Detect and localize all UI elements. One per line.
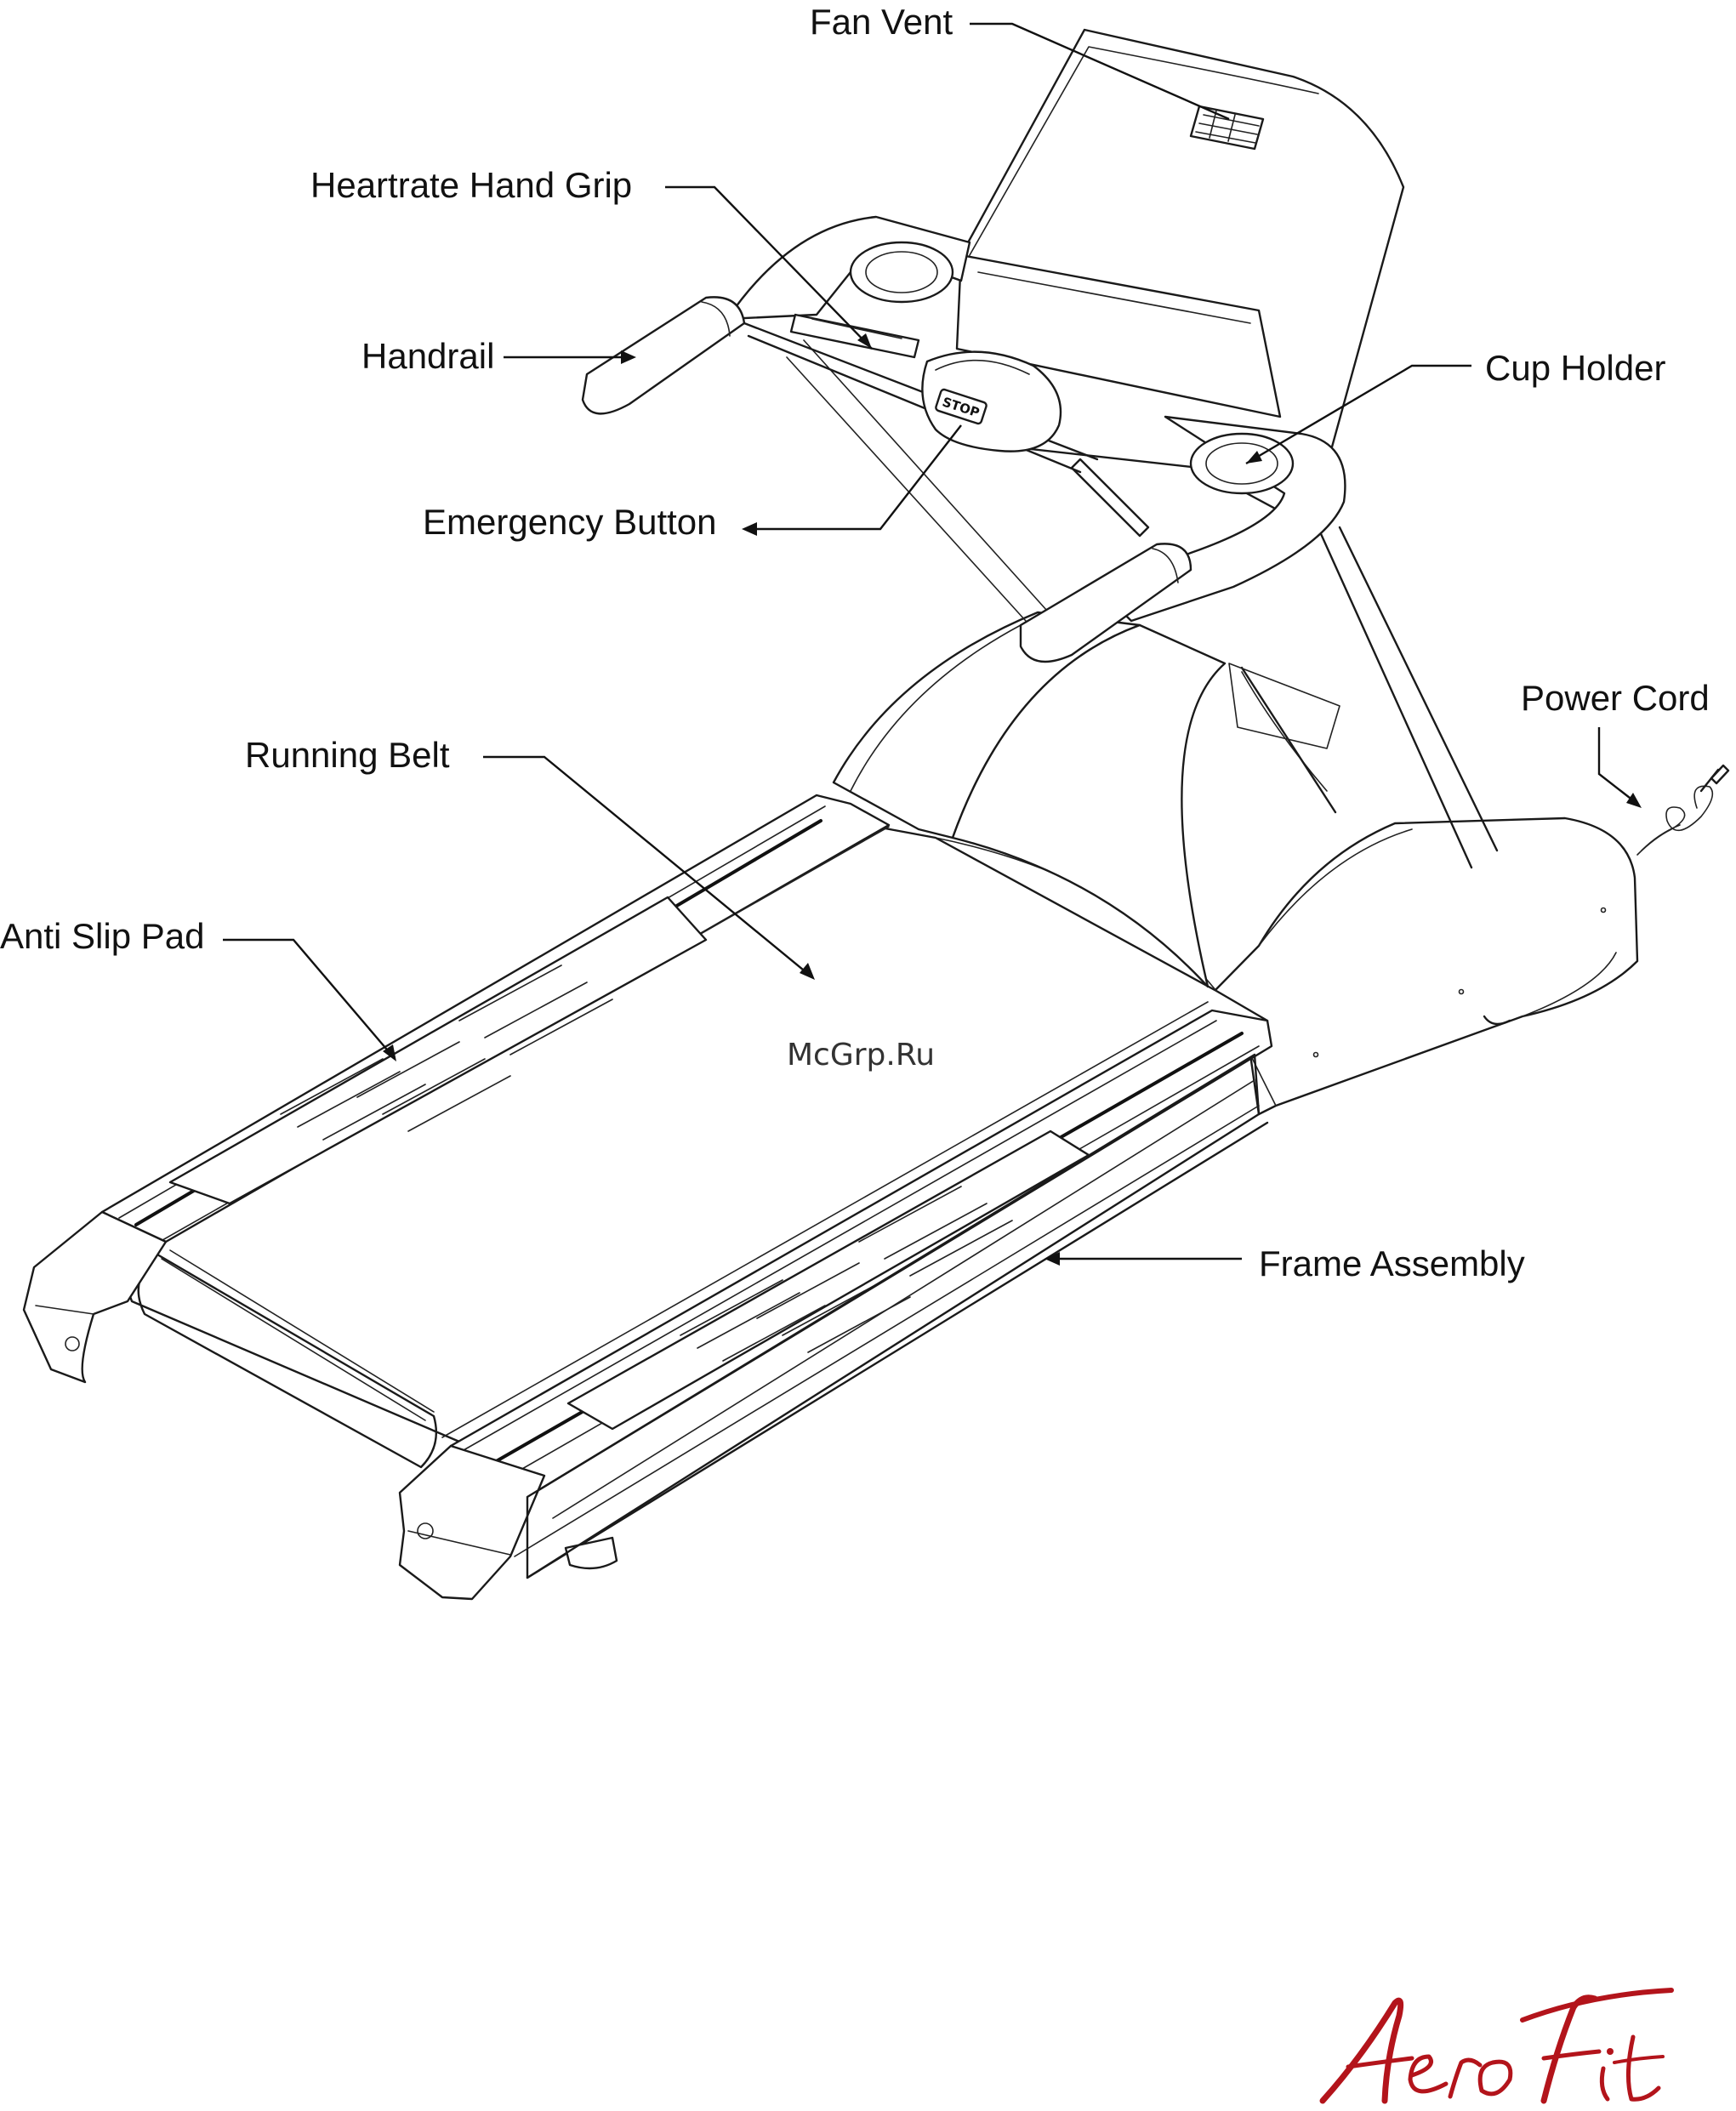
label-heartrate-hand-grip: Heartrate Hand Grip (310, 165, 632, 205)
motor-hood (1215, 818, 1637, 1114)
treadmill-illustration: STOP (24, 30, 1728, 1599)
label-power-cord: Power Cord (1521, 678, 1710, 718)
label-cup-holder: Cup Holder (1485, 348, 1665, 388)
label-fan-vent: Fan Vent (810, 2, 953, 42)
aerofit-logo (1323, 1990, 1671, 2101)
rear-right-endcap (400, 1446, 617, 1599)
power-cord (1637, 765, 1728, 855)
label-emergency-button: Emergency Button (423, 502, 717, 542)
label-anti-slip-pad: Anti Slip Pad (0, 916, 204, 956)
label-frame-assembly: Frame Assembly (1259, 1243, 1525, 1283)
label-running-belt: Running Belt (245, 735, 450, 775)
label-handrail: Handrail (361, 336, 494, 376)
watermark: McGrp.Ru (787, 1038, 935, 1073)
